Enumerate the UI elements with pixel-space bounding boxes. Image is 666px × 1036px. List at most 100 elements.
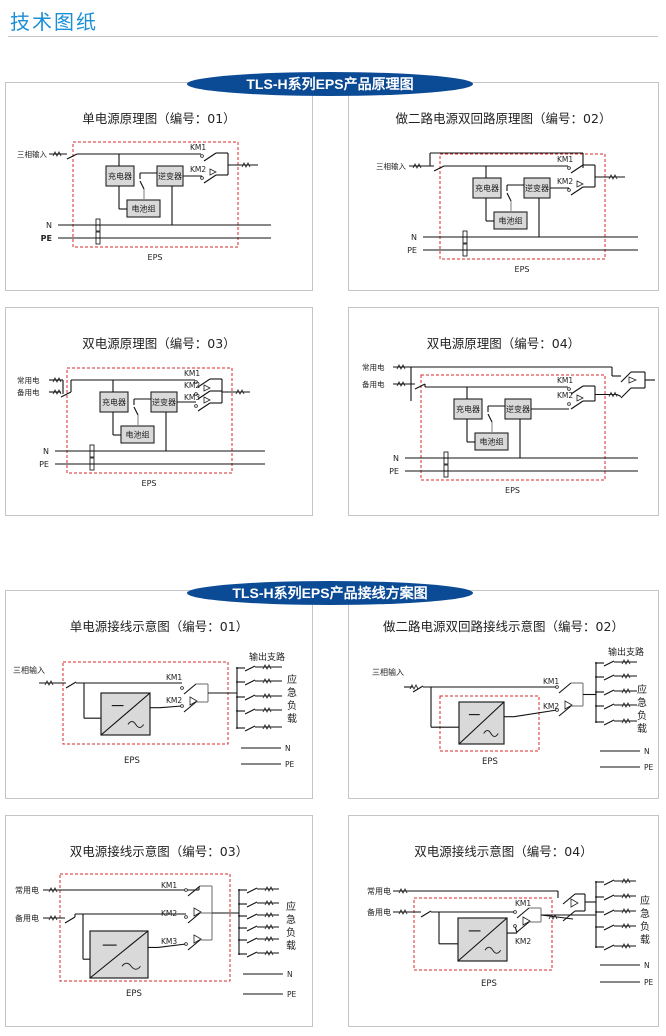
pe-label: PE <box>287 990 297 999</box>
emergency-load-label: 急 <box>637 696 647 709</box>
input-label: 三相输入 <box>13 665 45 675</box>
eps-label: EPS <box>505 486 520 495</box>
title-divider <box>8 36 658 37</box>
contactor-switch <box>570 385 584 395</box>
contactor-switch <box>183 701 197 713</box>
schematic-diagram: 三相输入充电器逆变器电池组KM1KM2NPEEPS 做二路电源双回路原理图（编号：… <box>376 111 638 274</box>
interlock-icon <box>203 384 211 392</box>
diagram-body: 三相输入充电器逆变器电池组KM1KM2NPEEPS <box>17 141 271 262</box>
interlock-icon <box>522 916 531 926</box>
contactor-switch <box>187 939 201 951</box>
converter-diagonal <box>100 692 151 736</box>
eps-boundary <box>72 141 239 248</box>
battery-label: 电池组 <box>132 204 156 214</box>
branch-switch <box>246 951 258 958</box>
contact-icon <box>184 888 188 892</box>
fuse-icon <box>262 706 272 714</box>
contactor-label: KM1 <box>515 899 531 908</box>
interlock-icon <box>193 907 202 917</box>
input-label: 常用电 <box>17 375 40 385</box>
diagram-title: 单电源接线示意图（编号：01） <box>70 619 248 634</box>
eps-boundary <box>420 374 606 481</box>
contactor-label: KM3 <box>161 937 177 946</box>
diagram-body: 常用电备用电充电器逆变器电池组KM1KM2NPEEPS <box>362 362 655 495</box>
contactor-switch <box>187 885 201 897</box>
output-branches-label: 输出支路 <box>249 651 285 663</box>
emergency-load-label: 负 <box>637 709 647 722</box>
transfer-switch <box>562 893 576 905</box>
page-title: 技术图纸 <box>10 10 98 34</box>
eps-label: EPS <box>481 979 497 989</box>
contact-icon <box>555 685 559 689</box>
converter-diagonal <box>89 930 149 979</box>
branch-switch <box>244 694 256 701</box>
pe-label: PE <box>41 234 52 243</box>
contactor-label: KM1 <box>184 369 200 378</box>
charger-label: 充电器 <box>456 404 480 414</box>
fuse-icon <box>608 391 618 398</box>
contact-icon <box>184 915 188 919</box>
fuse-icon <box>398 908 408 916</box>
contact-icon <box>180 686 184 690</box>
fuse-icon <box>621 672 631 680</box>
fuse-icon <box>409 683 419 691</box>
interlock-icon <box>570 898 579 908</box>
fuse-icon <box>621 877 631 885</box>
diagram-title: 做二路电源双回路原理图（编号：02） <box>396 111 612 126</box>
fuse-icon <box>264 923 274 931</box>
contactor-label: KM1 <box>557 376 573 385</box>
branch-switch <box>244 665 256 672</box>
diagram-body: 三相输入充电器逆变器电池组KM1KM2NPEEPS <box>376 152 638 274</box>
emergency-load-label: 载 <box>640 934 650 946</box>
input-label: 三相输入 <box>17 149 47 159</box>
neutral-label: N <box>46 221 52 230</box>
contact-icon <box>567 387 571 391</box>
input-label: 常用电 <box>15 885 39 895</box>
branch-switch <box>246 937 258 944</box>
contact-icon <box>194 380 198 384</box>
contactor-switch <box>558 682 572 694</box>
battery-label: 电池组 <box>126 430 150 440</box>
battery-switch <box>506 192 512 202</box>
fuse-icon <box>621 922 631 930</box>
neutral-label: N <box>644 961 650 970</box>
fuse-icon <box>621 717 631 725</box>
output-branches-label: 输出支路 <box>608 646 644 658</box>
charger-label: 充电器 <box>108 171 132 181</box>
neutral-label: N <box>285 744 291 753</box>
contact-icon <box>200 176 204 180</box>
schematic-diagram: 常用电备用电充电器逆变器电池组KM1KM2KM3NPEEPS双电源原理图（编号：… <box>17 336 265 488</box>
eps-boundary <box>62 661 229 745</box>
fuse-icon <box>621 687 631 695</box>
charger-label: 充电器 <box>102 397 126 407</box>
switch-contact <box>60 391 72 398</box>
contact-icon <box>567 402 571 406</box>
contactor-switch <box>516 921 530 933</box>
pe-label: PE <box>407 246 417 255</box>
fuse-icon <box>398 887 408 895</box>
contactor-switch <box>197 402 211 412</box>
input-label: 三相输入 <box>372 667 404 677</box>
fuse-icon <box>241 161 251 169</box>
contact-icon <box>555 708 559 712</box>
section-banner-principle: TLS-H系列EPS产品原理图 <box>187 72 473 96</box>
pe-label: PE <box>644 763 654 772</box>
interlock-icon <box>576 394 584 402</box>
emergency-load-label: 应 <box>637 683 647 696</box>
contactor-switch <box>570 186 584 196</box>
switch-contact <box>412 685 424 693</box>
input-label: 备用电 <box>15 913 39 923</box>
emergency-load-label: 载 <box>637 723 647 735</box>
diagram-title: 双电源原理图（编号：04） <box>427 336 580 351</box>
contactor-switch <box>197 390 211 400</box>
contactor-label: KM1 <box>543 677 559 686</box>
contactor-switch <box>558 705 572 717</box>
branch-switch <box>603 674 615 681</box>
